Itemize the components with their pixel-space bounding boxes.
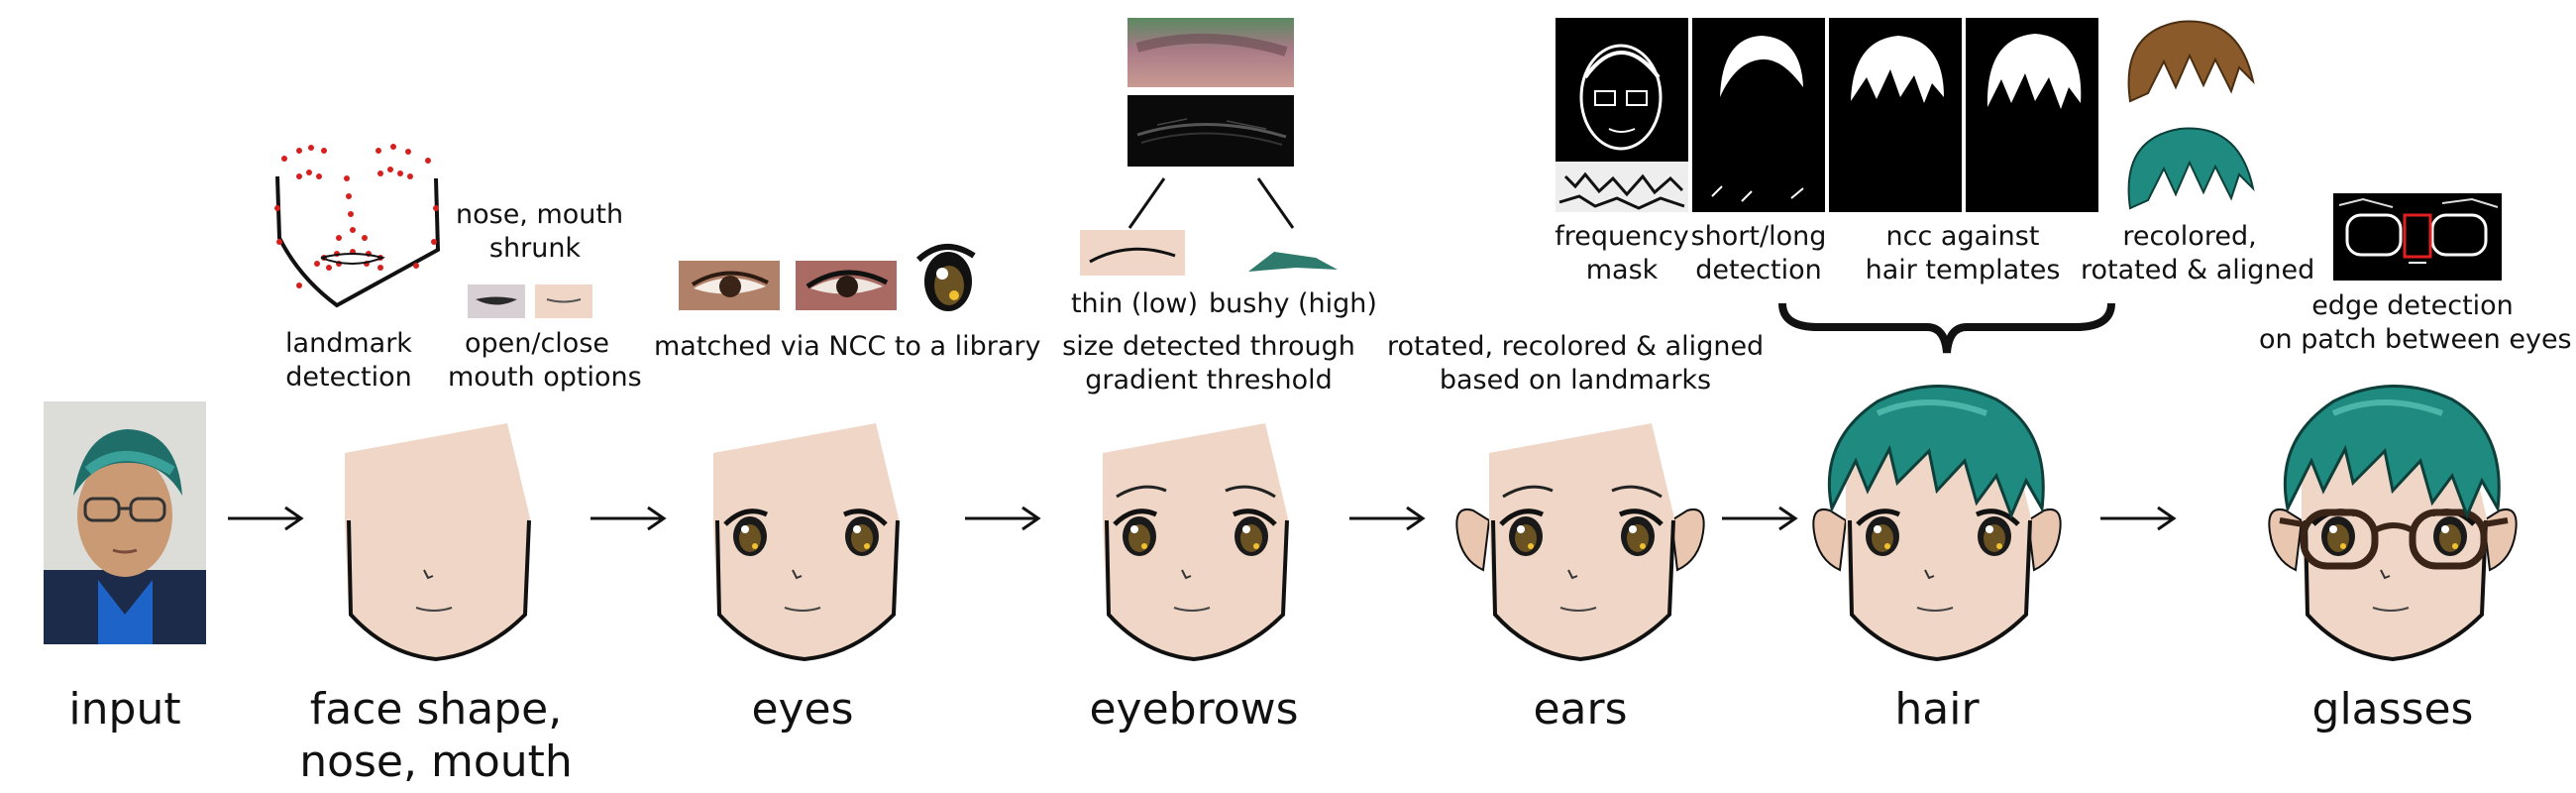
- stage-label-input: input: [68, 684, 181, 735]
- arrow-icon: [965, 506, 1041, 531]
- stage-label-face-shape-line2: nose, mouth: [299, 736, 573, 787]
- annotation-line: open/close: [464, 328, 610, 359]
- eyebrow-size-label: size detected through gradient threshold: [1050, 330, 1367, 397]
- annotation-line: rotated & aligned: [2081, 254, 2315, 285]
- eyebrow-bushy-label: bushy (high): [1209, 288, 1377, 319]
- stage-label-eyebrows: eyebrows: [1089, 684, 1299, 735]
- eyebrow-gradient-map: [1127, 95, 1294, 167]
- annotation-line: mask: [1585, 254, 1659, 285]
- eye-photo-2: [796, 261, 897, 310]
- annotation-line: rotated, recolored & aligned: [1387, 331, 1765, 362]
- brown-hair-template: [2127, 20, 2255, 103]
- arrow-icon: [228, 506, 304, 531]
- frequency-mask-label: frequency mask: [1548, 220, 1696, 287]
- stage-label-face-shape: face shape, nose, mouth: [297, 684, 575, 789]
- ncc-hair-template-image-1: [1829, 18, 1962, 212]
- curly-brace-icon: [1778, 302, 2115, 354]
- annotation-line: mouth options: [448, 361, 642, 393]
- anime-eye-icon: [915, 243, 976, 311]
- annotation-line: ncc against: [1885, 221, 2040, 252]
- annotation-line: gradient threshold: [1085, 364, 1333, 396]
- ncc-hair-template-image-2: [1966, 18, 2098, 212]
- annotation-line: recolored,: [2122, 221, 2257, 252]
- mouth-options-label: open/close mouth options: [448, 327, 642, 395]
- face-with-eyebrows-illustration: [1103, 423, 1289, 662]
- annotation-line: hair templates: [1865, 254, 2061, 285]
- face-with-ears-illustration: [1455, 423, 1705, 662]
- eyes-ncc-label: matched via NCC to a library: [654, 331, 1041, 362]
- ncc-templates-label: ncc against hair templates: [1849, 220, 2077, 287]
- frequency-mask-image: [1556, 18, 1688, 212]
- eye-photo-1: [679, 261, 780, 310]
- arrow-icon: [590, 506, 667, 531]
- recolored-label: recolored, rotated & aligned: [2081, 220, 2315, 287]
- face-with-eyes-illustration: [713, 423, 900, 662]
- edge-detection-label: edge detection on patch between eyes: [2259, 289, 2572, 357]
- glasses-edge-detection-image: [2333, 193, 2502, 281]
- face-shape-illustration: [345, 423, 531, 662]
- arrow-icon: [1722, 506, 1798, 531]
- eyebrow-branch-lines: [1127, 177, 1295, 229]
- annotation-line: nose, mouth: [456, 199, 624, 230]
- eyebrow-thin-sample: [1080, 230, 1185, 276]
- input-photo: [44, 401, 206, 644]
- annotation-line: size detected through: [1062, 331, 1355, 362]
- annotation-line: detection: [285, 361, 412, 393]
- mouth-closed-option: [535, 284, 592, 318]
- teal-hair-template: [2127, 127, 2255, 210]
- eyebrow-thin-label: thin (low): [1070, 288, 1199, 319]
- stage-label-glasses: glasses: [2311, 684, 2474, 735]
- annotation-line: frequency: [1555, 221, 1689, 252]
- eyebrow-photo: [1127, 18, 1294, 87]
- landmark-detection-illustration: [274, 144, 441, 308]
- annotation-line: edge detection: [2311, 290, 2514, 321]
- stage-label-eyes: eyes: [751, 684, 854, 735]
- stage-label-hair: hair: [1894, 684, 1980, 735]
- stage-label-ears: ears: [1533, 684, 1628, 735]
- annotation-line: detection: [1695, 254, 1822, 285]
- short-long-detection-label: short/long detection: [1684, 220, 1833, 287]
- short-long-detection-image: [1692, 18, 1825, 212]
- arrow-icon: [2100, 506, 2177, 531]
- annotation-line: on patch between eyes: [2259, 323, 2572, 355]
- ears-description-label: rotated, recolored & aligned based on la…: [1387, 330, 1764, 397]
- annotation-line: short/long: [1690, 221, 1827, 252]
- landmark-detection-label: landmark detection: [260, 327, 438, 395]
- arrow-icon: [1349, 506, 1426, 531]
- face-with-glasses-illustration: [2268, 385, 2518, 662]
- annotation-line: shrunk: [488, 232, 582, 264]
- eyebrow-bushy-sample: [1248, 252, 1338, 272]
- annotation-line: landmark: [285, 328, 412, 359]
- mouth-open-option: [468, 284, 525, 318]
- nose-mouth-shrunk-label: nose, mouth shrunk: [456, 198, 624, 266]
- stage-label-face-shape-line1: face shape,: [309, 684, 563, 735]
- face-with-hair-illustration: [1812, 385, 2062, 662]
- annotation-line: based on landmarks: [1439, 364, 1712, 396]
